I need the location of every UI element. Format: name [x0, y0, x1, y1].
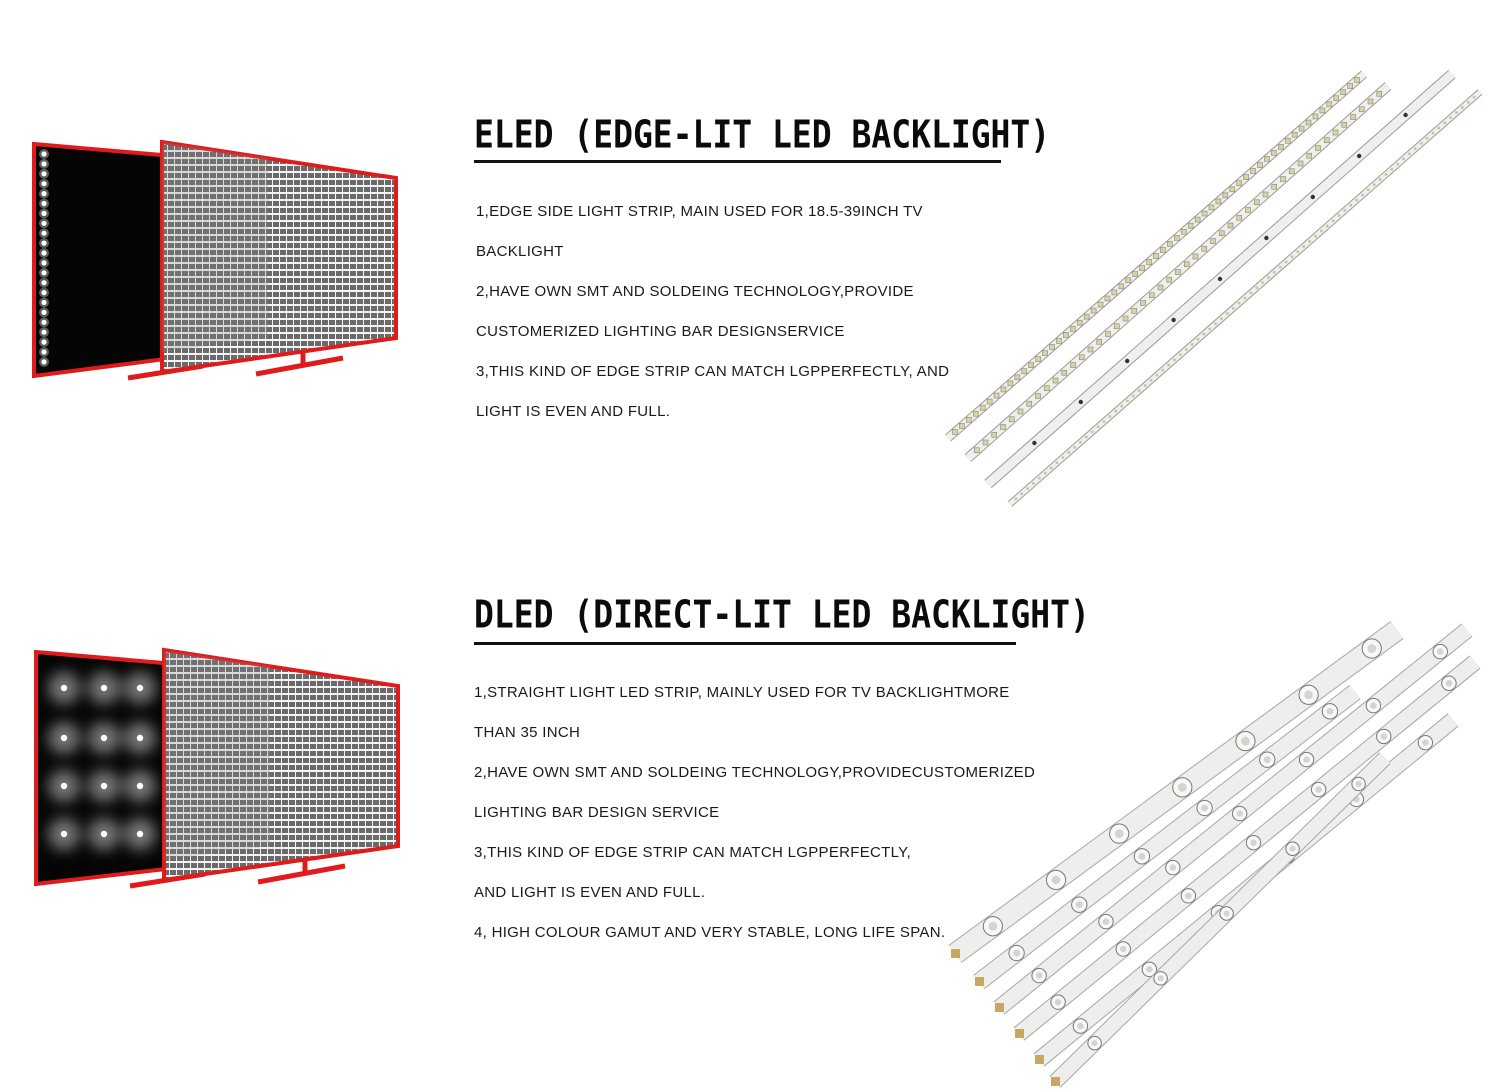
eled-line: BACKLIGHT — [476, 243, 564, 260]
dled-line: 2,HAVE OWN SMT AND SOLDEING TECHNOLOGY,P… — [474, 764, 1036, 781]
eled-title: ELED (EDGE-LIT LED BACKLIGHT) — [474, 112, 1051, 157]
edge-led-strips-photo — [945, 69, 1483, 507]
eled-line: 3,THIS KIND OF EDGE STRIP CAN MATCH LGPP… — [476, 363, 950, 380]
dled-line: 4, HIGH COLOUR GAMUT AND VERY STABLE, LO… — [474, 924, 946, 941]
eled-title-underline — [474, 160, 1001, 163]
dled-description: 1,STRAIGHT LIGHT LED STRIP, MAINLY USED … — [474, 673, 1035, 953]
dled-line: THAN 35 INCH — [474, 724, 581, 741]
dled-line: AND LIGHT IS EVEN AND FULL. — [474, 884, 706, 901]
dled-line: 3,THIS KIND OF EDGE STRIP CAN MATCH LGPP… — [474, 844, 911, 861]
edge-led-dots — [39, 149, 49, 367]
eled-line: 2,HAVE OWN SMT AND SOLDEING TECHNOLOGY,P… — [476, 283, 914, 300]
direct-lit-tv-diagram-icon — [34, 647, 400, 889]
eled-line: CUSTOMERIZED LIGHTING BAR DESIGNSERVICE — [476, 323, 845, 340]
edge-lit-tv-diagram-icon — [32, 139, 398, 381]
eled-section: ELED (EDGE-LIT LED BACKLIGHT) 1,EDGE SID… — [0, 0, 1500, 540]
direct-led-dots — [60, 684, 144, 838]
dled-title-underline — [474, 642, 1016, 645]
eled-line: LIGHT IS EVEN AND FULL. — [476, 403, 671, 420]
dled-section: DLED (DIRECT-LIT LED BACKLIGHT) 1,STRAIG… — [0, 540, 1500, 1092]
dled-line: LIGHTING BAR DESIGN SERVICE — [474, 804, 720, 821]
eled-line: 1,EDGE SIDE LIGHT STRIP, MAIN USED FOR 1… — [476, 203, 923, 220]
eled-description: 1,EDGE SIDE LIGHT STRIP, MAIN USED FOR 1… — [476, 192, 949, 432]
dled-line: 1,STRAIGHT LIGHT LED STRIP, MAINLY USED … — [474, 684, 1010, 701]
dled-title: DLED (DIRECT-LIT LED BACKLIGHT) — [474, 592, 1090, 637]
direct-led-strips-photo — [948, 621, 1481, 1088]
